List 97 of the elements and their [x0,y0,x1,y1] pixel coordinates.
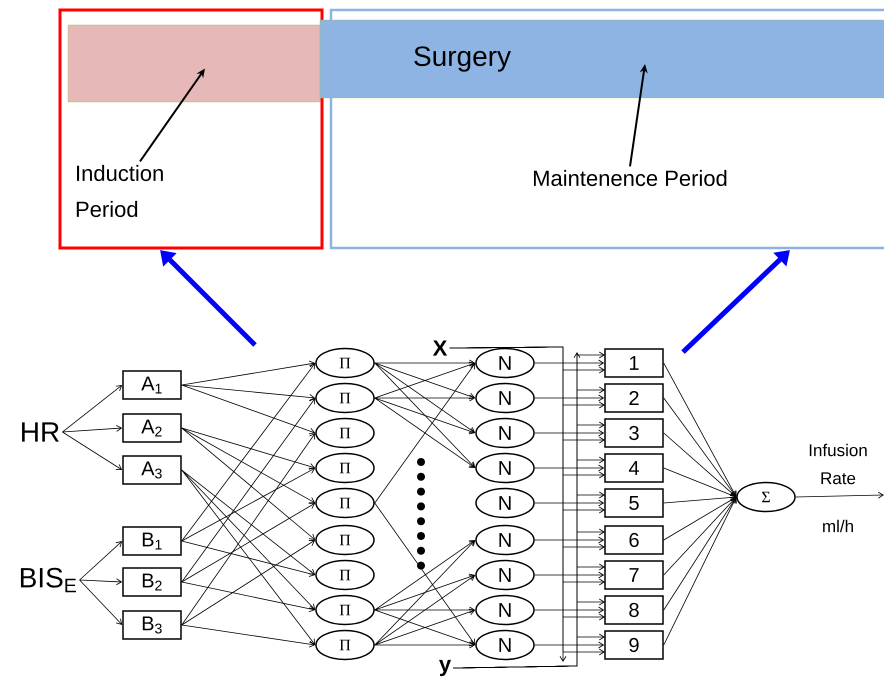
arrow [374,540,476,610]
arrow [663,497,736,576]
arrow [62,385,122,432]
normalization-node: N [475,418,535,448]
arrow [181,624,316,648]
arrow [534,360,604,366]
membership-box: A$_{1}$ [122,370,182,400]
arrow [663,497,736,610]
arrow [374,398,476,434]
unit-label: ml/h [823,520,853,532]
product-node: Π [315,488,375,518]
product-node: Π [315,348,375,378]
normalization-node: N [475,594,535,626]
product-node: Π [315,630,375,660]
normalization-node: N [475,382,535,414]
arrow [181,470,316,645]
arrow [663,496,736,540]
arrow [534,464,604,472]
product-node: Π [315,594,375,626]
product-node: Π [315,560,375,590]
normalization-node: N [475,630,535,660]
product-node: Π [315,452,375,484]
trunk-line [560,346,566,662]
input-label: BIS$_{E}$ [20,568,76,592]
normalization-node: N [475,560,535,590]
phase-label: Maintenence Period [534,170,726,186]
membership-box: B$_{2}$ [122,567,182,597]
arrow [374,642,476,648]
arrow [374,540,476,646]
arrow [181,360,316,386]
arrow [181,582,316,612]
arrow [534,572,604,578]
arrow [181,398,316,582]
arrow [79,578,122,586]
arrow [181,363,316,542]
branch-arrow [452,634,605,668]
membership-box: A$_{3}$ [122,455,182,485]
arrow [374,362,476,468]
arrow [374,398,476,468]
membership-box: B$_{3}$ [122,610,182,640]
arrow [534,606,604,614]
arrow [663,362,737,497]
arrow [181,384,316,434]
arrow [181,428,316,540]
edge-label: Infusion Rate [810,444,867,484]
membership-box: A$_{2}$ [122,413,182,443]
arrow [181,540,316,626]
timeline-bar: Surgery [320,20,884,98]
arrow [663,497,737,646]
summation-node: Σ [736,482,796,512]
normalization-node: N [475,488,535,518]
input-label: HR [22,422,59,442]
product-node: Π [315,524,375,556]
arrow [534,500,604,506]
arrow [374,363,476,504]
arrow [181,540,316,577]
arrow [374,394,476,402]
arrow [79,541,122,580]
arrow [534,642,604,648]
output-arrow [795,492,884,499]
arrow [374,360,476,366]
arrow [181,384,316,401]
arrow [374,502,476,645]
normalization-node: N [475,524,535,556]
phase-label: Induction Period [76,164,163,218]
phase-frame [58,8,324,250]
arrow [663,398,736,497]
arrow [181,470,316,610]
arrow [663,432,736,497]
arrow [181,502,316,582]
timeline-bar [68,24,320,102]
arrow [79,580,122,625]
arrow [181,433,316,626]
membership-box: B$_{1}$ [122,526,182,556]
normalization-node: N [475,348,535,378]
arrow [181,428,316,504]
input-label: y [439,660,451,676]
arrow [181,470,316,575]
arrow [62,432,122,470]
product-node: Π [315,382,375,414]
arrow [663,494,736,504]
product-node: Π [315,418,375,448]
arrow [374,574,476,610]
trunk-line [574,352,580,666]
arrow [181,468,316,542]
arrow [374,362,476,433]
arrow [534,536,604,544]
arrow [62,425,122,432]
arrow [374,575,476,646]
input-label: X [432,340,448,356]
arrow [663,468,736,498]
arrow [534,394,604,402]
arrow [374,606,476,614]
arrow [181,428,316,470]
normalization-node: N [475,452,535,484]
phase-frame [330,8,884,250]
arrow [534,430,604,436]
